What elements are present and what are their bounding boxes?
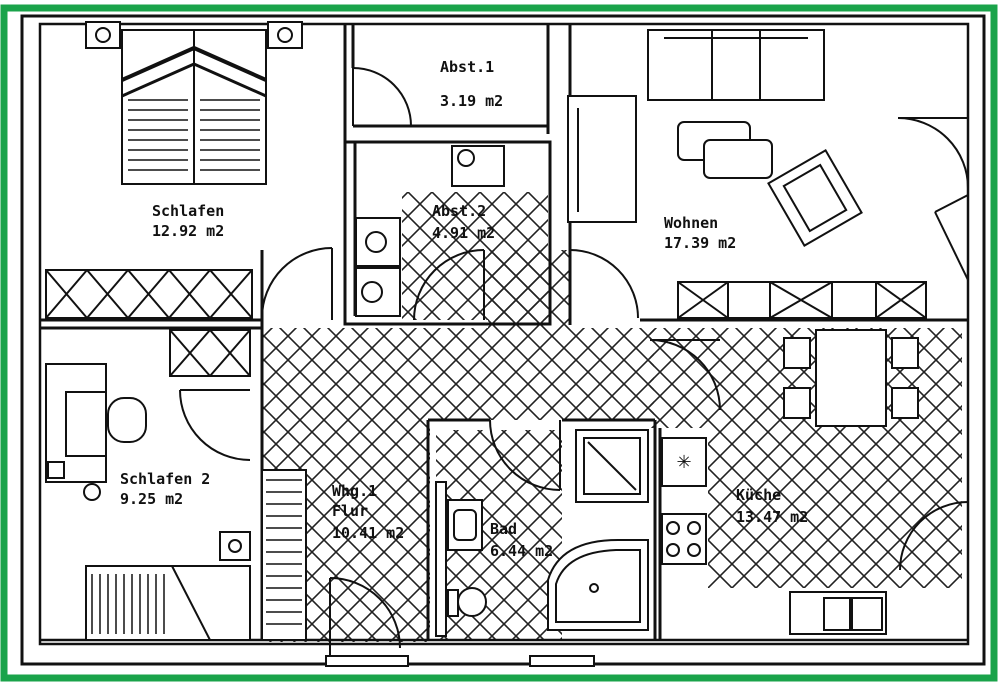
room-area-abst1: 3.19 m2 bbox=[440, 92, 503, 110]
wardrobe-bedroom2 bbox=[169, 329, 251, 377]
room-name-bad: Bad bbox=[490, 520, 517, 538]
room-name-abst2: Abst.2 bbox=[432, 202, 486, 220]
selection-frame bbox=[0, 4, 998, 682]
utility-appliances bbox=[355, 145, 505, 317]
dining-set bbox=[783, 329, 919, 427]
wardrobe-bedroom bbox=[45, 269, 253, 319]
single-bed bbox=[85, 531, 251, 641]
desk bbox=[45, 363, 147, 501]
room-area-flur: 10.41 m2 bbox=[332, 524, 404, 542]
room-name-flur: Flur bbox=[332, 502, 368, 520]
kitchen-counters: ✳ bbox=[661, 437, 887, 635]
room-name-schlafen2: Schlafen 2 bbox=[120, 470, 210, 488]
room-name-wohnen: Wohnen bbox=[664, 214, 718, 232]
svg-text:✳: ✳ bbox=[676, 452, 691, 472]
room-area-schlafen: 12.92 m2 bbox=[152, 222, 224, 240]
double-bed bbox=[85, 21, 303, 185]
bathroom-fixtures bbox=[435, 429, 649, 637]
hall-wardrobe bbox=[261, 469, 307, 641]
entrance-door bbox=[325, 655, 595, 667]
room-name-flur-unit: Whg.1 bbox=[332, 482, 377, 500]
room-area-abst2: 4.91 m2 bbox=[432, 224, 495, 242]
living-furniture bbox=[567, 29, 863, 248]
room-name-schlafen: Schlafen bbox=[152, 202, 224, 220]
room-name-abst1: Abst.1 bbox=[440, 58, 494, 76]
room-area-bad: 6.44 m2 bbox=[490, 542, 553, 560]
room-name-kueche: Küche bbox=[736, 486, 781, 504]
wardrobes bbox=[45, 269, 927, 377]
room-area-schlafen2: 9.25 m2 bbox=[120, 490, 183, 508]
room-labels: Schlafen 12.92 m2 Abst.1 3.19 m2 Abst.2 … bbox=[120, 58, 808, 560]
room-area-kueche: 13.47 m2 bbox=[736, 508, 808, 526]
room-area-wohnen: 17.39 m2 bbox=[664, 234, 736, 252]
interior-walls bbox=[40, 24, 968, 642]
cabinet-wohnen bbox=[677, 281, 927, 319]
door-swings bbox=[179, 67, 969, 660]
